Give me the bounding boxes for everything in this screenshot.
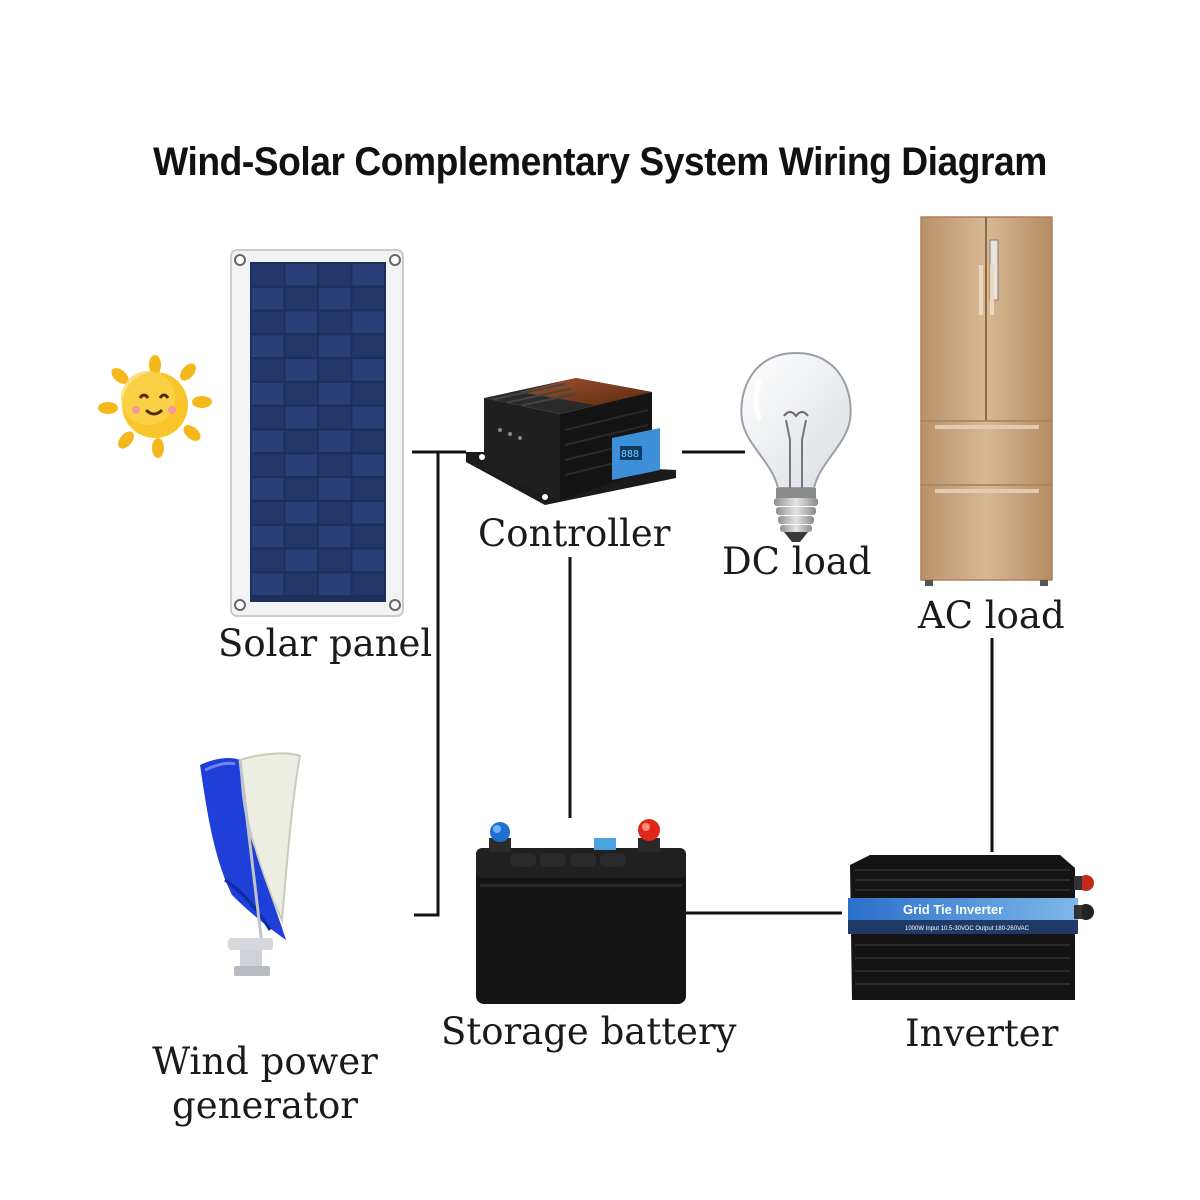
solar-cell xyxy=(252,454,284,476)
label-wind-generator-line2: generator xyxy=(172,1084,358,1127)
solar-cell xyxy=(252,430,284,453)
wiring xyxy=(412,450,994,917)
solar-cell xyxy=(285,549,317,572)
solar-cell xyxy=(285,264,317,286)
controller-icon: 888 xyxy=(466,378,676,505)
solar-cell xyxy=(319,454,351,476)
solar-cell xyxy=(252,573,284,595)
wind-turbine-icon xyxy=(200,752,302,976)
solar-cell xyxy=(285,359,317,381)
battery-positive-terminal xyxy=(638,819,660,852)
solar-cell xyxy=(352,335,384,357)
solar-cell xyxy=(319,406,351,429)
solar-cell xyxy=(352,573,384,595)
solar-cell xyxy=(285,287,317,310)
label-storage-battery: Storage battery xyxy=(441,1010,737,1053)
label-controller: Controller xyxy=(478,512,671,555)
solar-cell xyxy=(285,406,317,429)
solar-cell xyxy=(319,311,351,334)
solar-cell xyxy=(352,478,384,500)
solar-cell xyxy=(319,383,351,405)
solar-cell xyxy=(252,359,284,381)
inverter-icon: Grid Tie Inverter 1000W Input 10.5-30VDC… xyxy=(848,855,1094,1000)
solar-cell xyxy=(352,359,384,381)
solar-cell xyxy=(319,430,351,453)
solar-cell xyxy=(319,502,351,524)
label-wind-generator: Wind power generator xyxy=(130,1040,400,1128)
solar-cell xyxy=(285,573,317,595)
solar-cell xyxy=(252,478,284,500)
solar-cell xyxy=(352,549,384,572)
solar-cell xyxy=(285,311,317,334)
label-inverter: Inverter xyxy=(905,1012,1059,1055)
solar-cell xyxy=(285,383,317,405)
solar-cell xyxy=(352,525,384,548)
solar-cell xyxy=(252,335,284,357)
solar-cell xyxy=(319,287,351,310)
solar-cell xyxy=(252,406,284,429)
refrigerator-icon xyxy=(920,216,1053,586)
solar-cell xyxy=(285,525,317,548)
solar-cell xyxy=(319,478,351,500)
label-wind-generator-line1: Wind power xyxy=(152,1040,378,1083)
solar-cell xyxy=(285,502,317,524)
solar-cell xyxy=(252,287,284,310)
solar-cell xyxy=(352,264,384,286)
battery-icon xyxy=(476,819,686,1004)
solar-cell xyxy=(352,454,384,476)
solar-cell xyxy=(352,311,384,334)
solar-cell xyxy=(319,335,351,357)
battery-negative-terminal xyxy=(489,822,511,852)
solar-cell xyxy=(252,383,284,405)
label-solar-panel: Solar panel xyxy=(218,622,433,665)
solar-cell xyxy=(252,264,284,286)
solar-cell xyxy=(352,406,384,429)
sun-icon xyxy=(98,355,212,458)
solar-cell xyxy=(352,430,384,453)
light-bulb-icon xyxy=(740,351,852,542)
solar-cell xyxy=(319,525,351,548)
inverter-spec-text: 1000W Input 10.5-30VDC Output 180-260VAC xyxy=(905,926,1030,932)
solar-cell xyxy=(319,359,351,381)
solar-cell xyxy=(352,502,384,524)
solar-cell xyxy=(352,383,384,405)
solar-cell xyxy=(319,264,351,286)
solar-cell xyxy=(319,549,351,572)
solar-cell xyxy=(252,311,284,334)
solar-cell xyxy=(285,478,317,500)
solar-cell xyxy=(319,573,351,595)
diagram-title: Wind-Solar Complementary System Wiring D… xyxy=(153,140,1047,184)
inverter-brand-text: Grid Tie Inverter xyxy=(903,902,1003,917)
label-ac-load: AC load xyxy=(918,594,1065,637)
solar-cell xyxy=(252,525,284,548)
solar-cell xyxy=(252,549,284,572)
solar-cell xyxy=(285,454,317,476)
solar-panel-icon xyxy=(230,249,404,617)
solar-cell xyxy=(285,335,317,357)
solar-cell xyxy=(285,430,317,453)
solar-cell xyxy=(252,502,284,524)
label-dc-load: DC load xyxy=(722,540,872,583)
solar-cell xyxy=(352,287,384,310)
controller-display-text: 888 xyxy=(621,449,639,460)
wire-solar-to-controller xyxy=(412,450,440,917)
